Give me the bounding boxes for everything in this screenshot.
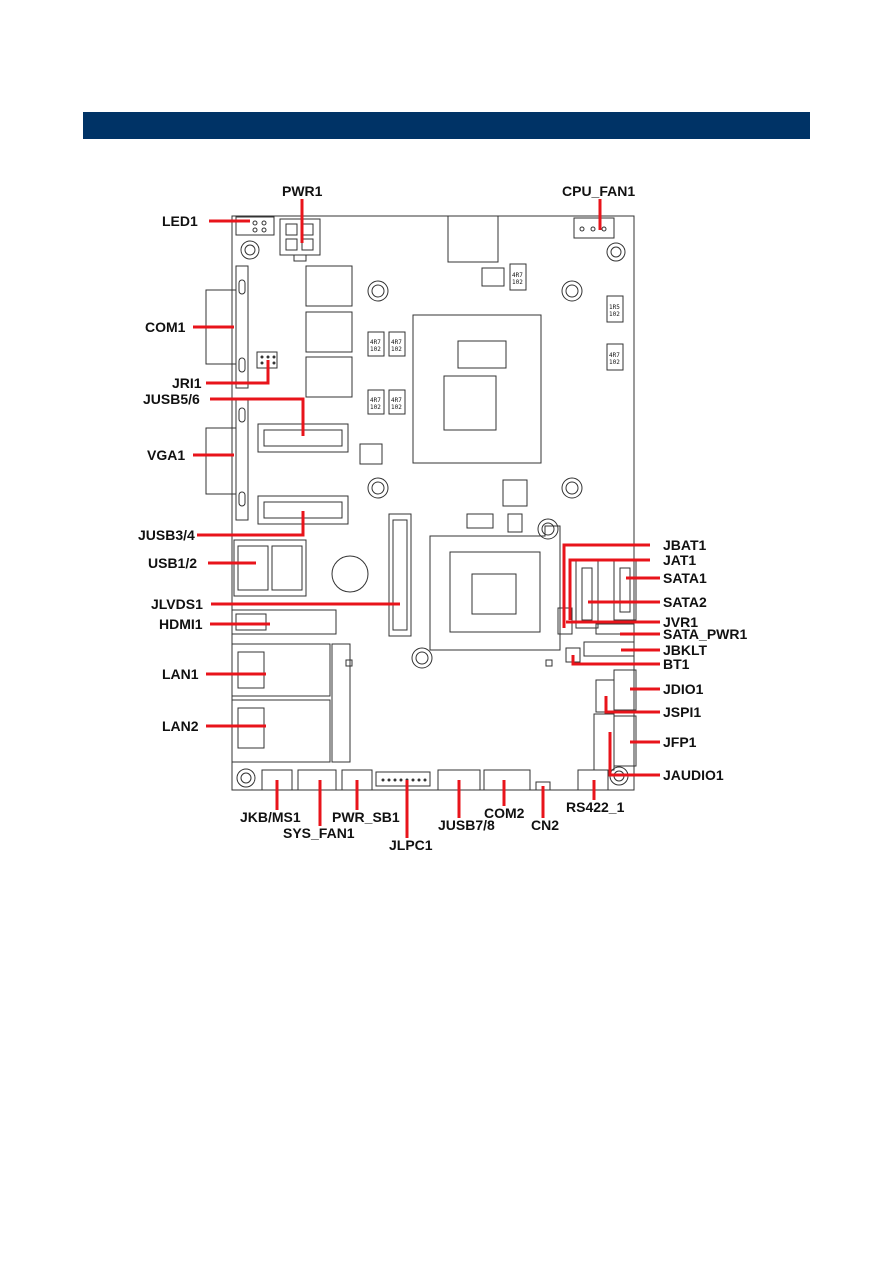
sys-fan1-connector: [297, 769, 337, 791]
label-com2: COM2: [484, 805, 525, 821]
label-pwr1: PWR1: [282, 183, 323, 199]
label-jusb56: JUSB5/6: [143, 391, 200, 407]
label-led1: LED1: [162, 213, 198, 229]
section-header-bar: [83, 112, 810, 139]
label-com1: COM1: [145, 319, 186, 335]
label-lan2: LAN2: [162, 718, 199, 734]
label-usb12: USB1/2: [148, 555, 197, 571]
com2-header: [483, 769, 531, 791]
label-sys-fan1: SYS_FAN1: [283, 825, 355, 841]
label-jspi1: JSPI1: [663, 704, 701, 720]
label-cpu-fan1: CPU_FAN1: [562, 183, 635, 199]
label-sata-pwr1: SATA_PWR1: [663, 626, 747, 642]
board-outline: [231, 215, 635, 791]
label-vga1: VGA1: [147, 447, 185, 463]
led1-connector: [235, 216, 275, 236]
label-jusb34: JUSB3/4: [138, 527, 195, 543]
label-jat1: JAT1: [663, 552, 696, 568]
mounting-hole: [606, 242, 626, 262]
cpu-fan1-connector: [573, 217, 615, 239]
jlpc1-header: [375, 771, 431, 787]
label-jusb78: JUSB7/8: [438, 817, 495, 833]
mounting-hole: [236, 768, 256, 788]
label-jlpc1: JLPC1: [389, 837, 433, 853]
leader-lines: [193, 199, 660, 838]
label-jaudio1: JAUDIO1: [663, 767, 724, 783]
label-hdmi1: HDMI1: [159, 616, 203, 632]
label-sata1: SATA1: [663, 570, 707, 586]
label-lan1: LAN1: [162, 666, 199, 682]
mounting-hole: [240, 240, 260, 260]
label-pwr-sb1: PWR_SB1: [332, 809, 400, 825]
label-jdio1: JDIO1: [663, 681, 704, 697]
jlvds1-connector: [388, 513, 412, 637]
soc-chip: [412, 314, 542, 464]
label-jbklt: JBKLT: [663, 642, 708, 658]
label-jkb-ms1: JKB/MS1: [240, 809, 301, 825]
sata-pwr1-connector: [595, 623, 635, 635]
battery: [331, 555, 369, 593]
label-jlvds1: JLVDS1: [151, 596, 203, 612]
label-jri1: JRI1: [172, 375, 202, 391]
label-rs422-1: RS422_1: [566, 799, 625, 815]
usb12-port: [233, 539, 307, 597]
label-sata2: SATA2: [663, 594, 707, 610]
lan1-port: [231, 643, 331, 697]
label-jfp1: JFP1: [663, 734, 697, 750]
label-cn2: CN2: [531, 817, 559, 833]
label-jbat1: JBAT1: [663, 537, 707, 553]
lan2-port: [231, 699, 331, 763]
label-jvr1: JVR1: [663, 614, 698, 630]
label-bt1: BT1: [663, 656, 690, 672]
hdmi1-port: [231, 609, 337, 635]
